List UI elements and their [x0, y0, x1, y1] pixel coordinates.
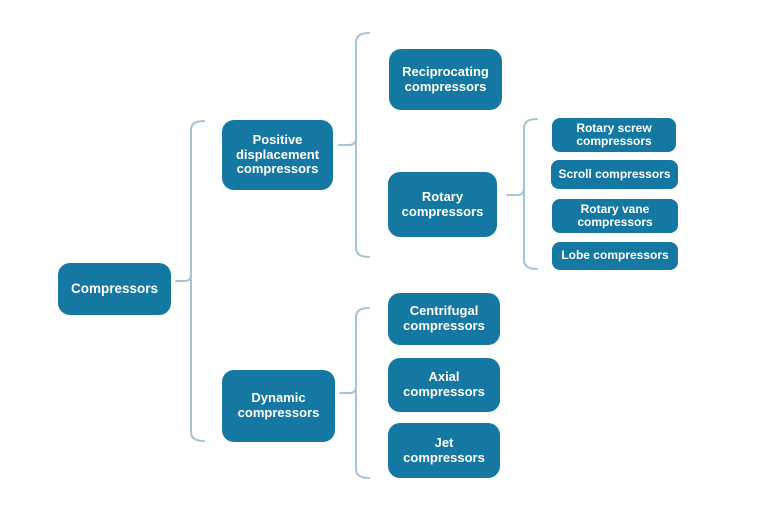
brace-root-children	[175, 120, 205, 442]
node-label: Reciprocating compressors	[402, 63, 489, 94]
node-jet-compressors: Jet compressors	[388, 423, 500, 478]
node-label: Centrifugal compressors	[403, 303, 485, 333]
node-rotary-compressors: Rotary compressors	[388, 172, 497, 237]
node-label: Lobe compressors	[561, 248, 669, 263]
node-dynamic-compressors: Dynamic compressors	[222, 370, 335, 442]
node-label: Scroll compressors	[558, 166, 671, 181]
node-label: Rotary screw compressors	[576, 120, 652, 148]
node-label: Dynamic compressors	[237, 390, 320, 420]
node-axial-compressors: Axial compressors	[388, 358, 500, 412]
node-centrifugal-compressors: Centrifugal compressors	[388, 293, 500, 345]
node-label: Jet compressors	[403, 434, 485, 465]
brace-positive-displacement-children	[338, 32, 370, 258]
node-lobe-compressors: Lobe compressors	[552, 242, 678, 270]
node-rotary-screw-compressors: Rotary screw compressors	[552, 118, 676, 152]
node-label: Axial compressors	[403, 369, 485, 399]
brace-rotary-children	[506, 118, 538, 270]
node-positive-displacement-compressors: Positive displacement compressors	[222, 120, 333, 190]
node-label: Rotary vane compressors	[577, 201, 653, 229]
node-scroll-compressors: Scroll compressors	[551, 160, 678, 189]
brace-dynamic-children	[339, 307, 370, 479]
node-label: Positive displacement compressors	[235, 132, 320, 177]
node-reciprocating-compressors: Reciprocating compressors	[389, 49, 502, 110]
node-compressors: Compressors	[58, 263, 171, 315]
node-rotary-vane-compressors: Rotary vane compressors	[552, 199, 678, 233]
node-label: Compressors	[70, 281, 159, 297]
node-label: Rotary compressors	[401, 188, 484, 219]
